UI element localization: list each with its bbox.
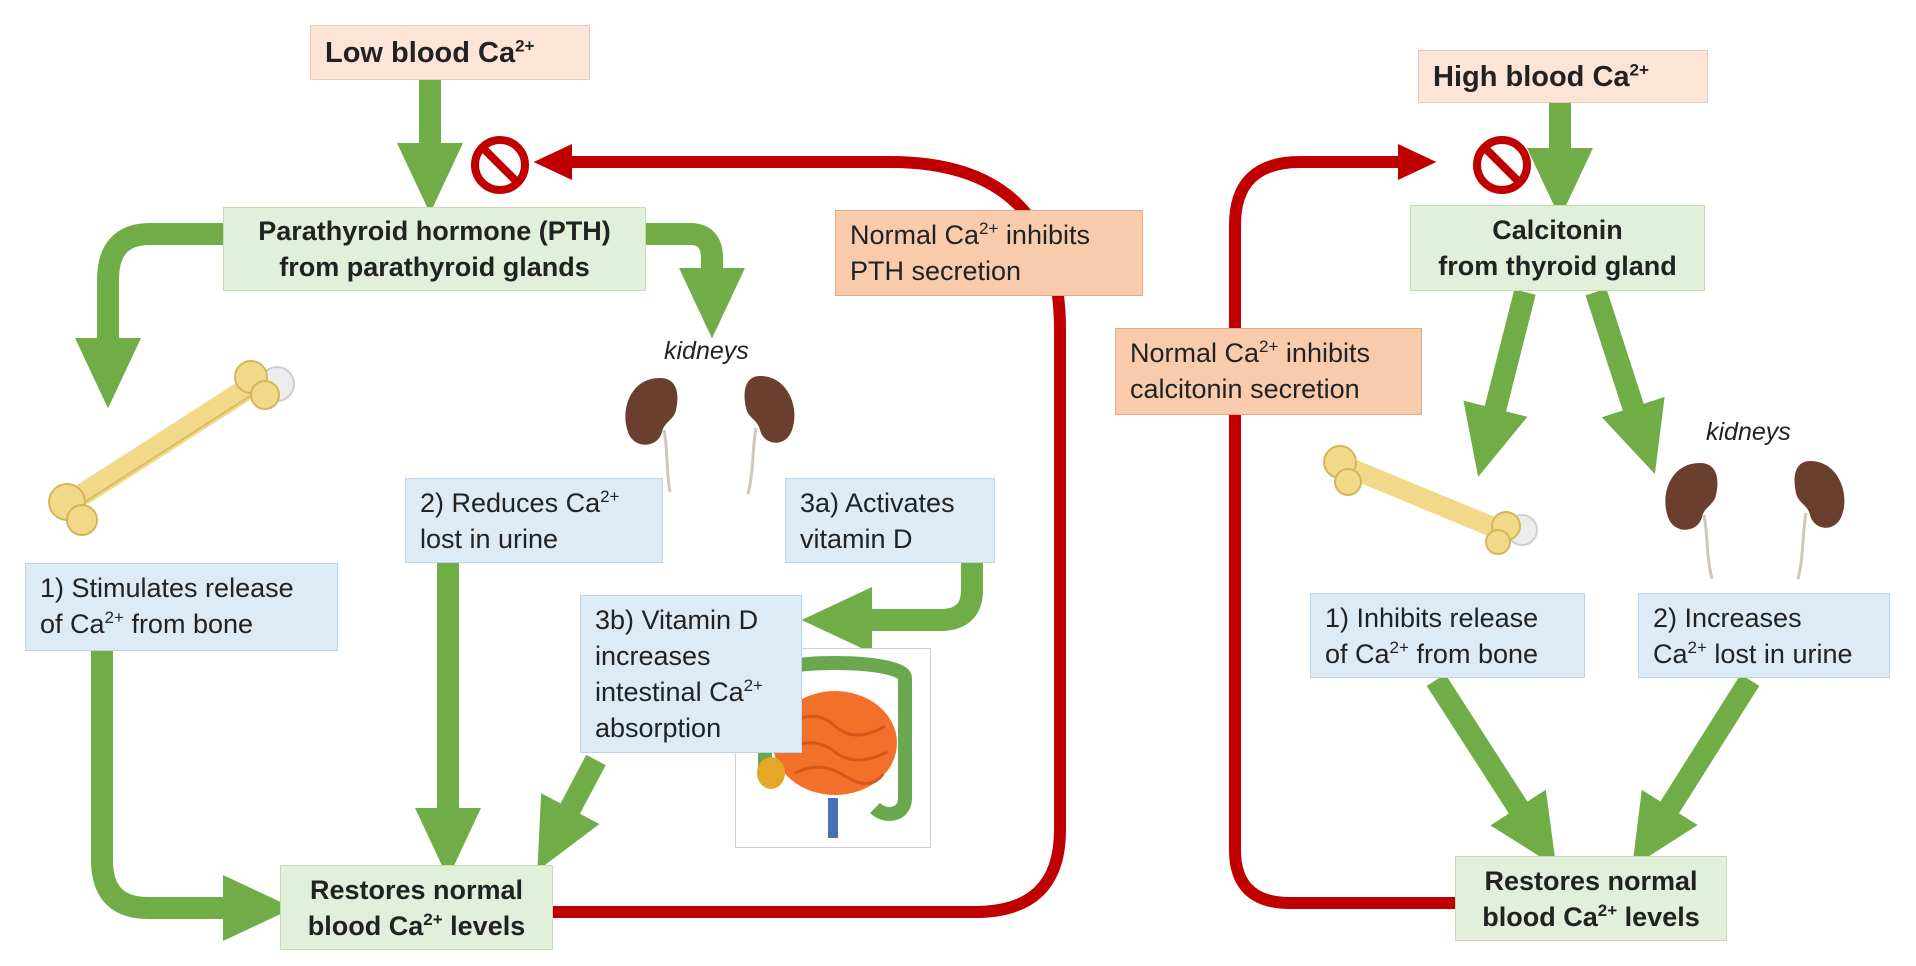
action-text: of Ca2+ from bone [40, 608, 254, 639]
action-inhibits-release: 1) Inhibits release of Ca2+ from bone [1310, 593, 1585, 678]
bone-icon [48, 360, 295, 536]
feedback-text: PTH secretion [850, 256, 1022, 286]
arrow-calcitonin-to-kidneys [1585, 288, 1665, 475]
trigger-low-blood-ca: Low blood Ca2+ [310, 25, 590, 80]
trigger-label: High blood Ca2+ [1433, 59, 1649, 93]
action-text: 1) Inhibits release [1325, 603, 1539, 633]
action-text: Ca2+ lost in urine [1653, 638, 1853, 669]
action-vitamin-d-absorption: 3b) Vitamin D increases intestinal Ca2+ … [580, 595, 802, 753]
action-activates-vitamin-d: 3a) Activates vitamin D [785, 478, 995, 563]
result-text: Restores normal [1484, 865, 1698, 896]
action-text: 3a) Activates [800, 488, 955, 518]
arrow-3b-to-result [537, 754, 606, 871]
inhibit-loop-left [533, 144, 1066, 918]
no-entry-icon [471, 136, 529, 194]
action-stimulates-release: 1) Stimulates release of Ca2+ from bone [25, 563, 338, 651]
trigger-label: Low blood Ca2+ [325, 35, 535, 69]
action-text: 2) Increases [1653, 603, 1802, 633]
kidneys-label: kidneys [1706, 418, 1791, 446]
inhibit-loop-right [1229, 144, 1458, 909]
action-text: 1) Stimulates release [40, 573, 294, 603]
hormone-pth: Parathyroid hormone (PTH) from parathyro… [223, 207, 646, 291]
kidneys-icon [1665, 461, 1845, 580]
arrow-3a-to-3b [801, 563, 983, 653]
result-restores-normal: Restores normal blood Ca2+ levels [1455, 856, 1727, 941]
feedback-text: Normal Ca2+ inhibits [850, 219, 1090, 250]
bone-icon [1323, 445, 1538, 555]
trigger-high-blood-ca: High blood Ca2+ [1418, 50, 1708, 103]
arrow-increases-to-result [1632, 674, 1760, 867]
feedback-text: calcitonin secretion [1130, 374, 1360, 404]
kidneys-icon [625, 376, 795, 495]
action-text: lost in urine [420, 524, 559, 554]
hormone-line2: from parathyroid glands [279, 252, 590, 282]
action-text: 3b) Vitamin D [595, 605, 759, 635]
action-text: absorption [595, 713, 722, 743]
hormone-calcitonin: Calcitonin from thyroid gland [1410, 205, 1705, 291]
result-text: Restores normal [309, 874, 524, 905]
action-text: vitamin D [800, 524, 913, 554]
arrow-pth-to-bone [75, 223, 223, 409]
no-entry-icon [1473, 136, 1531, 194]
arrow-inhibits-to-result [1426, 674, 1557, 867]
action-text: intestinal Ca2+ [595, 676, 763, 707]
result-text: blood Ca2+ levels [1482, 900, 1700, 932]
result-restores-normal: Restores normal blood Ca2+ levels [280, 865, 553, 950]
hormone-line1: Calcitonin [1492, 215, 1623, 245]
action-increases-urine-loss: 2) Increases Ca2+ lost in urine [1638, 593, 1890, 678]
result-text: blood Ca2+ levels [307, 909, 526, 941]
hormone-line1: Parathyroid hormone (PTH) [258, 216, 611, 246]
action-text: of Ca2+ from bone [1325, 638, 1539, 669]
feedback-inhibits-calcitonin: Normal Ca2+ inhibits calcitonin secretio… [1115, 328, 1422, 415]
action-text: increases [595, 641, 711, 671]
kidneys-label: kidneys [664, 337, 749, 365]
arrow-pth-to-kidneys [646, 223, 745, 339]
action-text: 2) Reduces Ca2+ [420, 487, 620, 518]
hormone-line2: from thyroid gland [1438, 251, 1677, 281]
arrow-calcitonin-to-bone [1463, 289, 1536, 477]
action-reduces-urine-loss: 2) Reduces Ca2+ lost in urine [405, 478, 663, 563]
arrow-stimulates-to-result [91, 650, 294, 941]
feedback-inhibits-pth: Normal Ca2+ inhibits PTH secretion [835, 210, 1143, 296]
feedback-text: Normal Ca2+ inhibits [1130, 337, 1370, 368]
